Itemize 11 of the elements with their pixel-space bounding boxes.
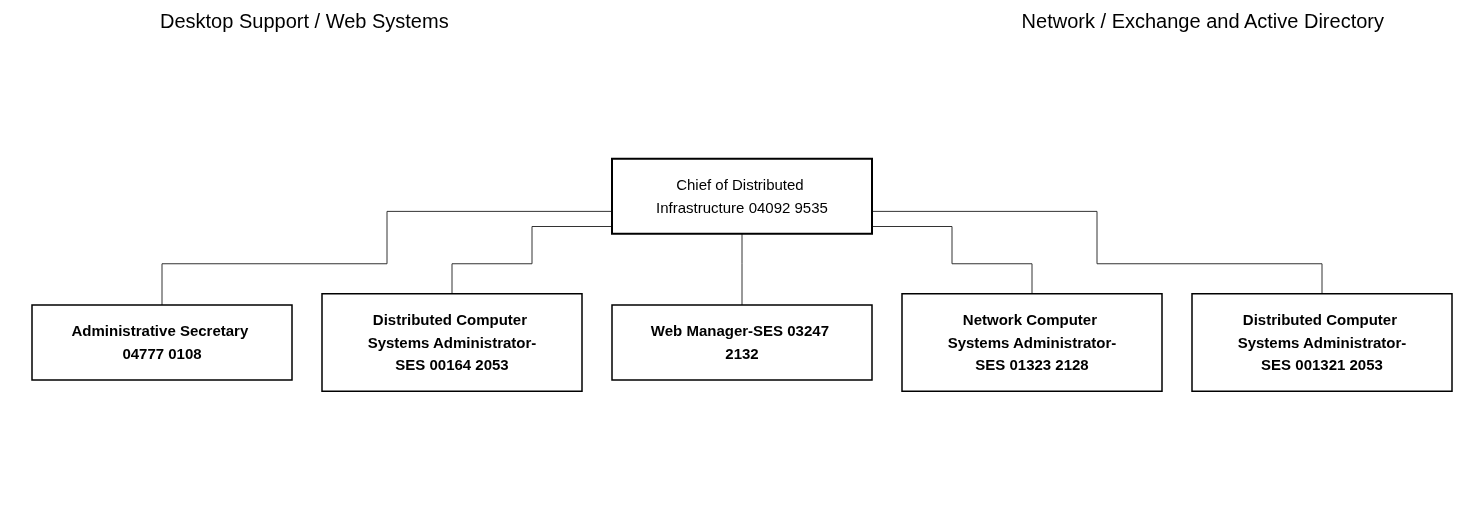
group-label: Desktop Support / Web Systems [160,10,449,33]
connector [161,210,613,306]
node-box: Distributed Computer Systems Administrator-SES 001321 2053 [1191,293,1453,392]
node-box: Web Manager-SES 03247 2132 [611,304,873,381]
node-box: Administrative Secretary 04777 0108 [31,304,293,381]
node-box: Distributed Computer Systems Administrator-SES 00164 2053 [321,293,583,392]
group-label: Network / Exchange and Active Directory [1021,10,1384,33]
node-box: Network Computer Systems Administrator-SES 01323 2128 [901,293,1163,392]
node-box: Chief of Distributed Infrastructure 04092 9535 [611,157,873,235]
connector [451,226,613,295]
connector [741,233,743,306]
